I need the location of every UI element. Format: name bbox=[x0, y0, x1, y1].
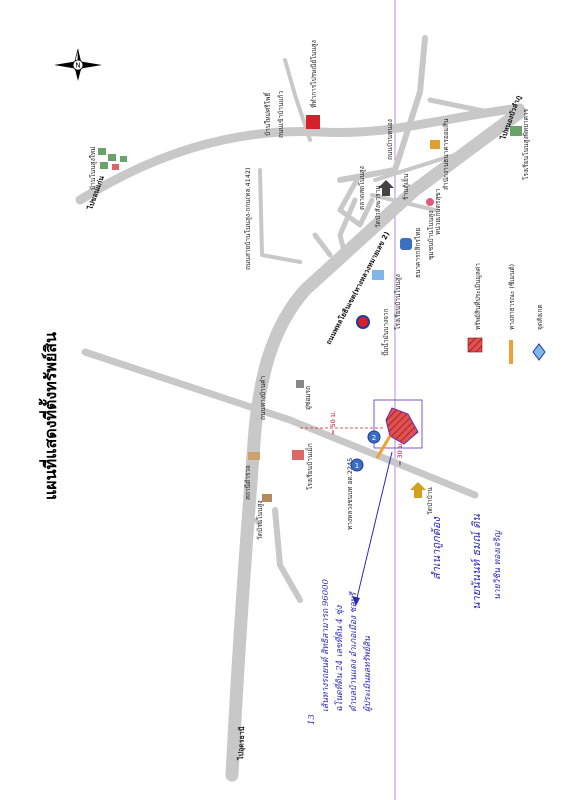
landmark-school: โรงเรียนบ้านโนนสูง bbox=[394, 274, 402, 330]
pointer-arrowhead bbox=[352, 596, 360, 606]
landmark-temple: วัดป่าสังฆาราม bbox=[374, 185, 382, 228]
landmark-shop3: สำนักงานธนาคารออมสิน bbox=[442, 118, 450, 190]
school3-icon bbox=[292, 450, 304, 460]
road-north bbox=[337, 35, 428, 183]
post-office-icon bbox=[306, 115, 320, 129]
legend-property-label: ทรัพย์สินที่ประเมินมูลค่า bbox=[473, 263, 482, 330]
landmark-post-office: ที่ทำการไปรษณีย์โนนสูง bbox=[309, 40, 318, 108]
landmark-school3: โรงเรียนบ้านเม็ก bbox=[305, 443, 314, 490]
police-icon bbox=[248, 452, 260, 460]
signature-name-2: นายวิชิน ทองเจริญ bbox=[493, 530, 503, 600]
marker-1-label: 1 bbox=[355, 462, 359, 470]
legend-property-swatch bbox=[467, 337, 483, 353]
note-line-2: ฉโนดที่ดิน 24 เลขที่ดิน 4 ซุ่ง bbox=[333, 605, 345, 712]
marker-2-label: 2 bbox=[372, 434, 376, 442]
shop-icon bbox=[296, 380, 304, 388]
temple-icon bbox=[378, 180, 394, 196]
school2-icon bbox=[510, 126, 522, 136]
road-label-4142: ถนนสายบ้านโนนสูง-กกน(ทล.4142) bbox=[244, 167, 252, 270]
landmark-shop: อู่ซ่อมรถ bbox=[304, 386, 312, 410]
legend-landmark-swatch bbox=[532, 343, 546, 361]
signature-certified: สำเนาถูกต้อง bbox=[430, 516, 443, 580]
note-line-3: ตำบลบ้านแดง อำเภอเมือง ชลบุรี bbox=[348, 590, 359, 712]
map-title: แผนที่แสดงที่ตั้งทรัพย์สิน bbox=[38, 332, 60, 500]
landmark-village-top: บ้านโนนสูงใหม่ bbox=[89, 147, 97, 190]
road-label-nat: ถนนทางบ้านคำ bbox=[259, 376, 267, 420]
road-label-soi-b: ถนนเข้าบ้านแก้ว bbox=[277, 91, 285, 138]
road-label-2245: ทางหลวงชนบท อด.2245 bbox=[346, 458, 354, 530]
landmark-factory: บ้านใหม่ศรีโพธิ์ bbox=[263, 91, 272, 136]
road-main-highway bbox=[225, 105, 527, 782]
road-label-soi-c: ถนนบ้านหนอง bbox=[386, 119, 394, 160]
access-road bbox=[375, 435, 392, 459]
shop3-icon bbox=[430, 140, 440, 149]
legend-landmark-label: จุดสังเกต bbox=[536, 304, 544, 330]
road-top-curve bbox=[75, 103, 525, 205]
note-line-4: ผู้ประเมินผลทรัพย์สิน bbox=[362, 636, 373, 712]
landmark-temple-far: วัดบ้านโนนสูง bbox=[256, 500, 264, 540]
legend: ทรัพย์สินที่ประเมินมูลค่า ทางสาธารณะ (ซี… bbox=[467, 263, 546, 364]
property-marker-2: 2 bbox=[367, 430, 381, 444]
landmark-hospital: หน่วยเกษตรสุขา bbox=[434, 188, 442, 235]
gas-station-icon bbox=[356, 315, 370, 329]
road-network bbox=[75, 35, 527, 782]
landmark-school2: โรงเรียนโนนสูงพิทยาคาร bbox=[522, 108, 530, 180]
distance-label-b: ≈ 30 ม. bbox=[396, 442, 404, 466]
landmark-shop2: ร้านตู้เย็น bbox=[401, 173, 410, 200]
hospital-icon bbox=[426, 198, 434, 206]
bank-icon bbox=[400, 238, 412, 250]
legend-road-label: ทางสาธารณะ (ซีเมนต์) bbox=[508, 264, 516, 330]
village-houses-icon bbox=[98, 148, 127, 170]
compass-label: N bbox=[75, 62, 80, 70]
signature-name-1: นายนันนท์ ธมณ์ ดิน bbox=[470, 514, 483, 610]
north-arrow-icon: N bbox=[54, 48, 102, 81]
landmark-gas: ปั๊มน้ำมันบางจาก bbox=[381, 308, 390, 356]
distance-label-a: ≈ 50 ม. bbox=[329, 411, 337, 435]
property-frame bbox=[373, 399, 423, 449]
note-number: 13 bbox=[307, 714, 317, 725]
property-marker-1: 1 bbox=[350, 458, 364, 472]
school-icon bbox=[372, 270, 384, 280]
landmark-market: ตลาดสดโนนสูง bbox=[358, 166, 366, 210]
temple-far-icon bbox=[262, 494, 272, 502]
landmark-community: ชุมชนบ้านโนนสูง bbox=[427, 211, 435, 260]
temple2-icon bbox=[410, 482, 426, 498]
landmark-temple2: วัดป่าบ้าน bbox=[426, 487, 434, 515]
landmark-police: สถานีตำรวจ bbox=[244, 465, 252, 500]
road-label-udon: ไปอุดรธานี bbox=[236, 726, 246, 761]
handwritten-notes: เส้นทางรถยนต์ สิทธิสามารถ 96000 ฉโนดที่ด… bbox=[307, 578, 373, 725]
property-parcel bbox=[385, 407, 419, 445]
pointer-arrow bbox=[355, 451, 393, 603]
landmark-bank: ธนาคารกสิกรไทย bbox=[414, 228, 422, 278]
road-cross bbox=[81, 348, 479, 499]
note-line-1: เส้นทางรถยนต์ สิทธิสามารถ 96000 bbox=[320, 578, 331, 712]
certification-signature: สำเนาถูกต้อง นายนันนท์ ธมณ์ ดิน นายวิชิน… bbox=[430, 514, 503, 610]
